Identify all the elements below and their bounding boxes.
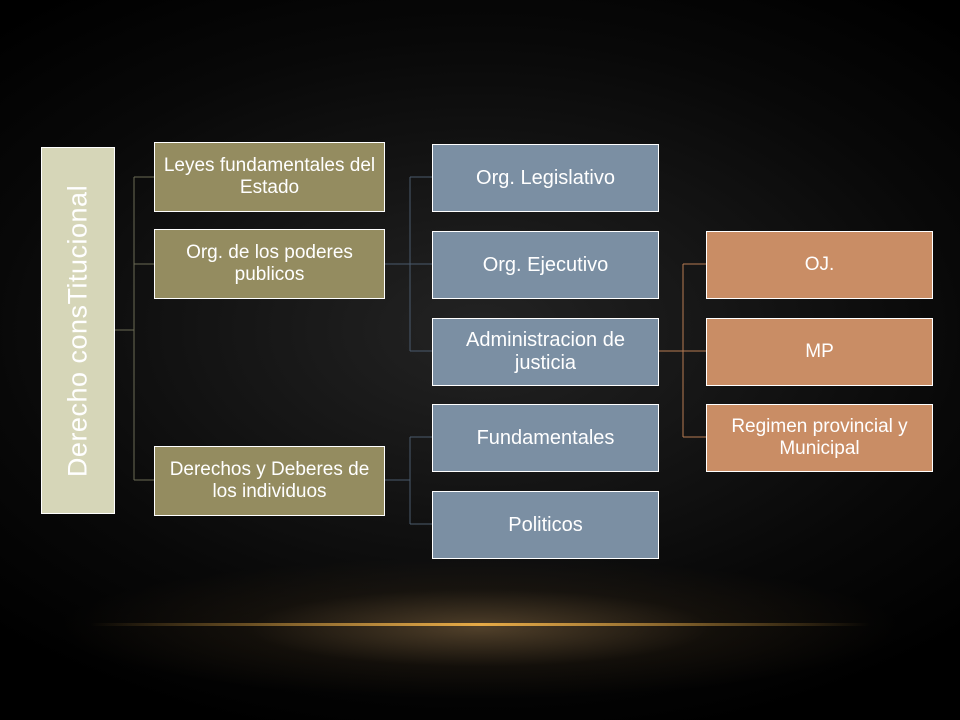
node-label: Leyes fundamentales del Estado xyxy=(163,155,376,198)
node-label: Regimen provincial y Municipal xyxy=(731,416,908,459)
node-leyes-fundamentales: Leyes fundamentales del Estado xyxy=(154,142,385,212)
node-politicos: Politicos xyxy=(432,491,659,559)
connector-justice xyxy=(659,263,706,438)
node-mp: MP xyxy=(706,318,933,386)
node-org-legislativo: Org. Legislativo xyxy=(432,144,659,212)
node-label: Org. Legislativo xyxy=(476,166,615,189)
node-regimen-provincial: Regimen provincial y Municipal xyxy=(706,404,933,472)
floor-light-line xyxy=(90,623,870,626)
connector-rights xyxy=(385,436,432,525)
node-label: Administracion de justicia xyxy=(466,329,625,374)
root-node: Derecho consTitucional xyxy=(41,147,115,514)
node-poderes-publicos: Org. de los poderes publicos xyxy=(154,229,385,299)
node-label: Fundamentales xyxy=(476,426,615,449)
node-label: Org. de los poderes publicos xyxy=(186,242,353,285)
node-org-ejecutivo: Org. Ejecutivo xyxy=(432,231,659,299)
connector-powers xyxy=(385,176,432,352)
node-label: MP xyxy=(805,341,834,363)
node-label: Org. Ejecutivo xyxy=(482,253,609,276)
connector-root xyxy=(115,176,154,481)
node-fundamentales: Fundamentales xyxy=(432,404,659,472)
node-oj: OJ. xyxy=(706,231,933,299)
node-label: Derechos y Deberes de los individuos xyxy=(169,459,370,502)
node-derechos-deberes: Derechos y Deberes de los individuos xyxy=(154,446,385,516)
node-label: Politicos xyxy=(508,513,583,536)
node-label: OJ. xyxy=(804,254,835,276)
node-administracion-justicia: Administracion de justicia xyxy=(432,318,659,386)
root-label: Derecho consTitucional xyxy=(62,184,93,477)
